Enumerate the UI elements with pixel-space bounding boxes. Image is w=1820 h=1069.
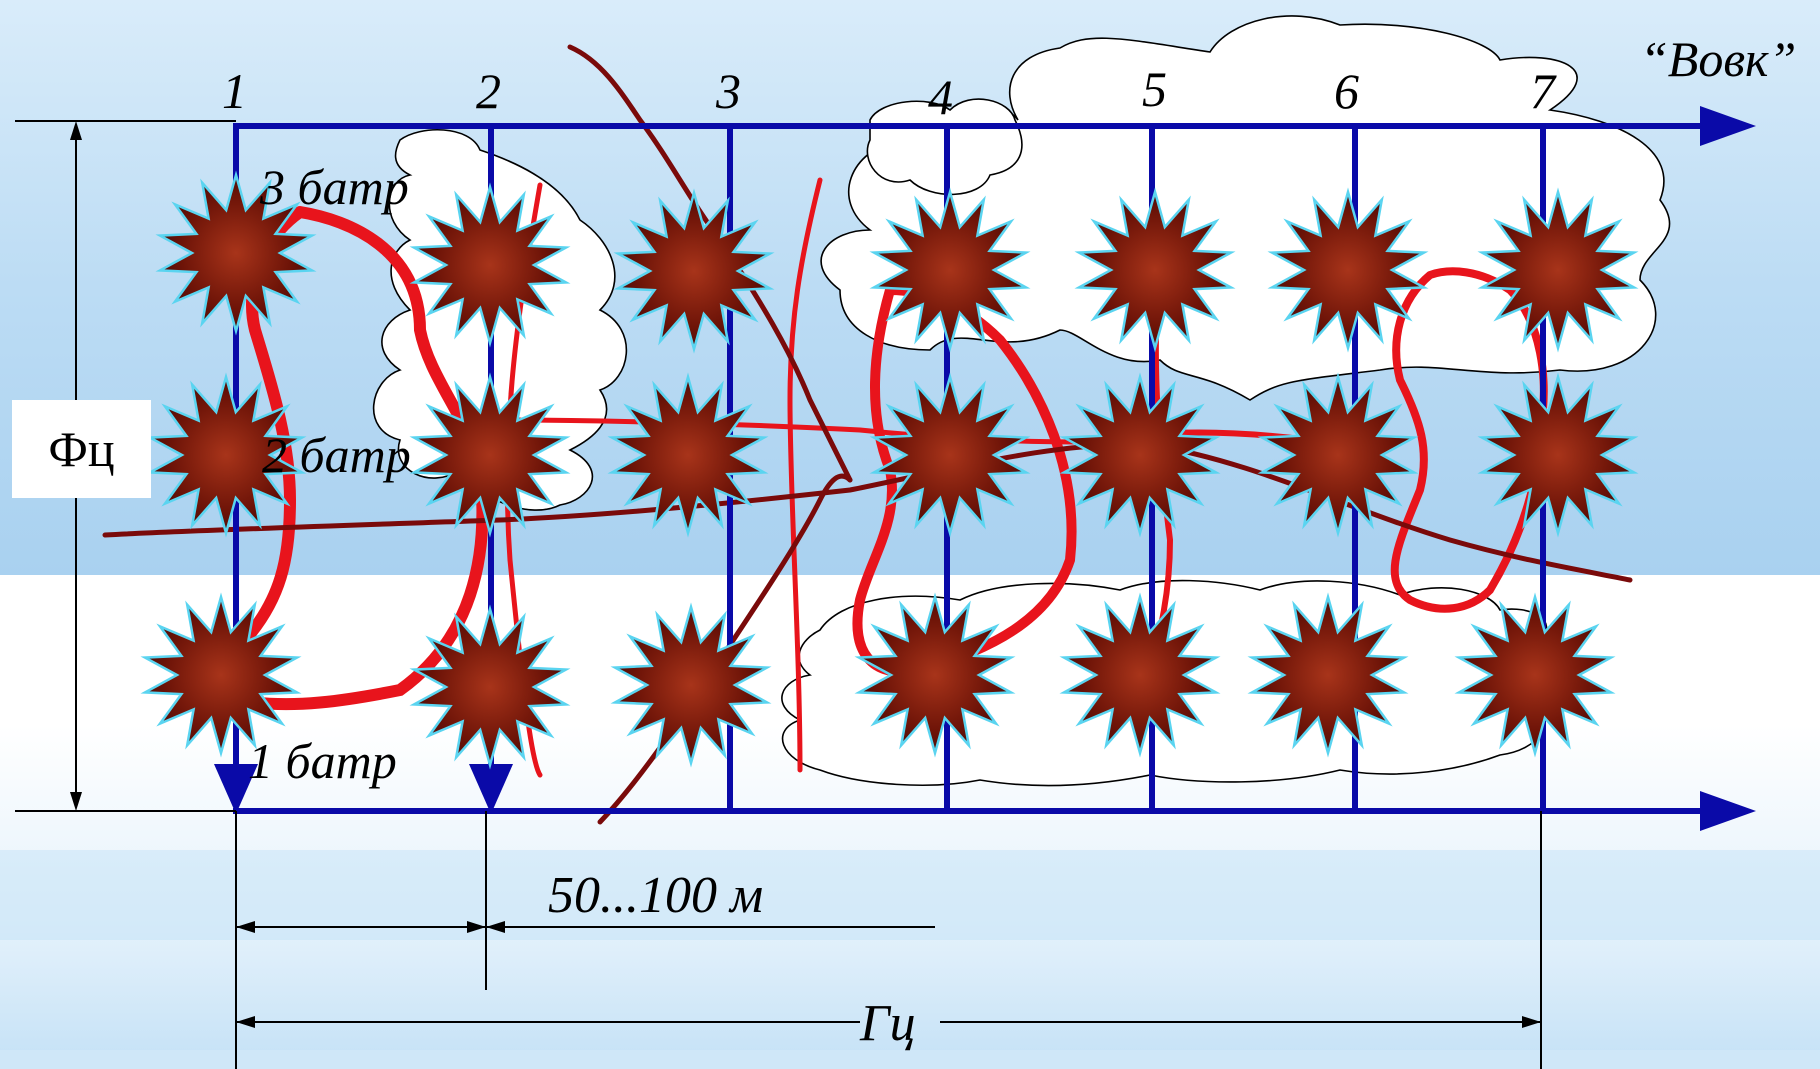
explosion-burst-icon [409,372,571,538]
explosion-burst-icon [1477,187,1639,353]
arrow-down-icon [214,764,258,814]
column-number-4: 4 [928,69,953,125]
explosion-burst-icon [1257,372,1419,538]
explosion-burst-icon [1059,592,1221,758]
arrow-right-icon [1700,791,1756,831]
explosion-burst-icon [155,170,317,336]
explosion-burst-icon [409,604,571,770]
depth-label: Гц [859,995,916,1052]
explosion-burst-icon [1074,187,1236,353]
explosion-burst-icon [610,602,772,768]
explosion-burst-icon [613,188,775,354]
arrow-left-icon [236,921,255,933]
target-label: “Вовк” [1640,31,1796,87]
arrow-left-icon [236,1016,255,1028]
arrow-right-icon [467,921,486,933]
arrow-down-icon [70,792,82,811]
arrow-up-icon [70,121,82,140]
column-number-3: 3 [715,63,741,119]
explosion-burst-icon [854,592,1016,758]
column-number-1: 1 [222,63,247,119]
arrow-right-icon [1522,1016,1541,1028]
explosion-burst-icon [607,372,769,538]
spacing-label: 50...100 м [548,867,763,924]
explosion-burst-icon [1059,372,1221,538]
explosion-burst-icon [1267,187,1429,353]
explosion-burst-icon [1247,592,1409,758]
explosion-burst-icon [869,372,1031,538]
explosion-burst-icon [1454,592,1616,758]
explosion-burst-icon [140,592,302,758]
explosion-bursts [140,170,1639,770]
cloud-smoke-icon [820,15,1671,401]
battery-label-2: 2 батр [262,427,411,483]
battery-label-1: 1 батр [248,733,397,789]
explosion-burst-icon [869,187,1031,353]
explosion-burst-icon [1477,372,1639,538]
smoke-clouds [372,15,1671,787]
explosion-burst-icon [145,372,307,538]
column-number-5: 5 [1142,61,1167,117]
arrow-right-icon [1700,106,1756,146]
grid-arrowheads [214,106,1756,831]
explosion-burst-icon [409,182,571,348]
labels: 1 2 3 4 5 6 7 “Вовк” 3 батр 2 батр 1 бат… [222,31,1796,1052]
dimension-lines [15,120,1542,1069]
front-label: Фц [12,400,151,498]
arrow-down-icon [469,764,513,814]
column-number-2: 2 [476,63,501,119]
column-number-7: 7 [1530,63,1557,119]
arrow-left-icon [486,921,505,933]
column-number-6: 6 [1334,63,1359,119]
battery-label-3: 3 батр [259,159,409,215]
